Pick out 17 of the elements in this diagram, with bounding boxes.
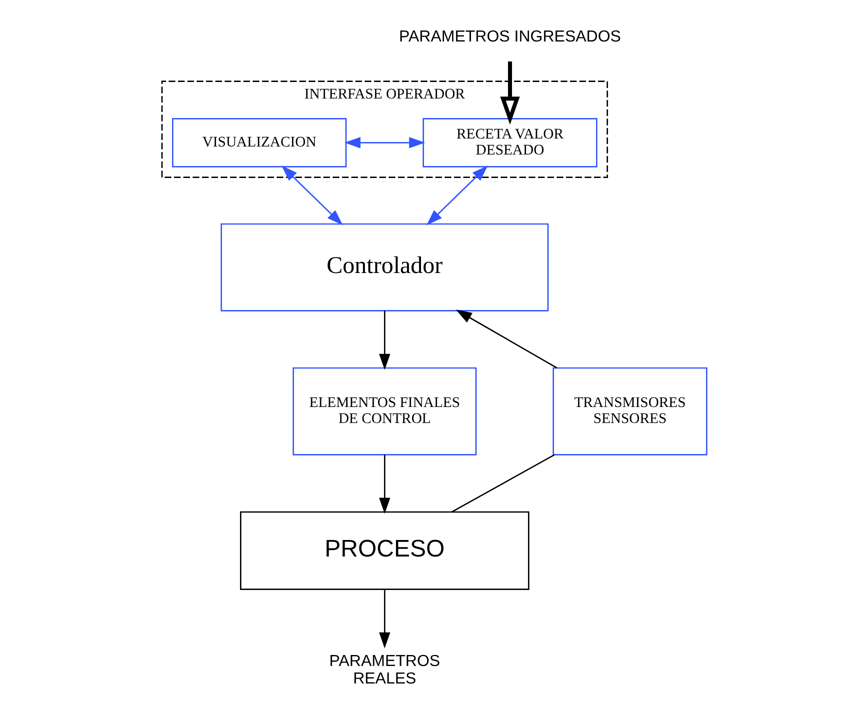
arrow	[455, 310, 557, 368]
node-text: PARAMETROS REALES	[328, 653, 440, 688]
arrow	[344, 137, 425, 148]
arrow	[426, 166, 488, 226]
node-box: TRANSMISORES SENSORES	[552, 367, 707, 456]
node-box: VISUALIZACION	[172, 118, 346, 168]
arrow	[378, 454, 390, 514]
node-box: ELEMENTOS FINALES DE CONTROL	[292, 367, 476, 456]
arrow	[378, 590, 390, 648]
arrow	[280, 166, 342, 226]
node-text: PARAMETROS INGRESADOS	[398, 28, 620, 46]
arrow	[500, 61, 520, 125]
arrow	[378, 310, 390, 370]
node-box: RECETA VALOR DESEADO	[422, 118, 597, 168]
node-box: Controlador	[220, 223, 548, 312]
node-box: PROCESO	[240, 511, 529, 590]
connector	[450, 454, 554, 513]
